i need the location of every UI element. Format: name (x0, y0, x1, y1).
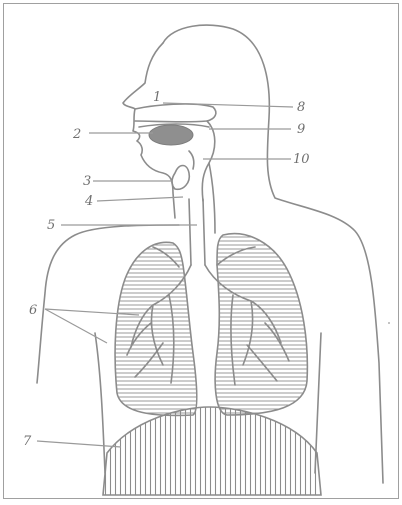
label-1: 1 (153, 90, 161, 105)
trachea-right (203, 199, 205, 265)
tongue (149, 125, 193, 145)
label-8: 8 (297, 100, 305, 115)
left-arm-inner (95, 333, 105, 473)
respiratory-diagram: 1 2 3 4 5 6 7 8 9 10 (3, 3, 399, 499)
label-10: 10 (293, 152, 310, 167)
label-7: 7 (23, 434, 32, 449)
diaphragm (103, 407, 321, 495)
label-3: 3 (83, 174, 91, 189)
label-5: 5 (47, 218, 55, 233)
label-9: 9 (297, 122, 305, 137)
nasal-cavity (135, 104, 216, 122)
stray-mark (388, 322, 390, 324)
label-2: 2 (72, 127, 81, 142)
label-6: 6 (29, 303, 37, 318)
left-lung (115, 242, 197, 415)
larynx (172, 166, 189, 190)
label-4: 4 (84, 194, 93, 209)
epiglottis (189, 151, 194, 169)
esophagus (209, 163, 215, 233)
right-lung (215, 234, 307, 415)
trachea-left (189, 199, 191, 265)
diagram-frame: 1 2 3 4 5 6 7 8 9 10 (3, 3, 399, 499)
